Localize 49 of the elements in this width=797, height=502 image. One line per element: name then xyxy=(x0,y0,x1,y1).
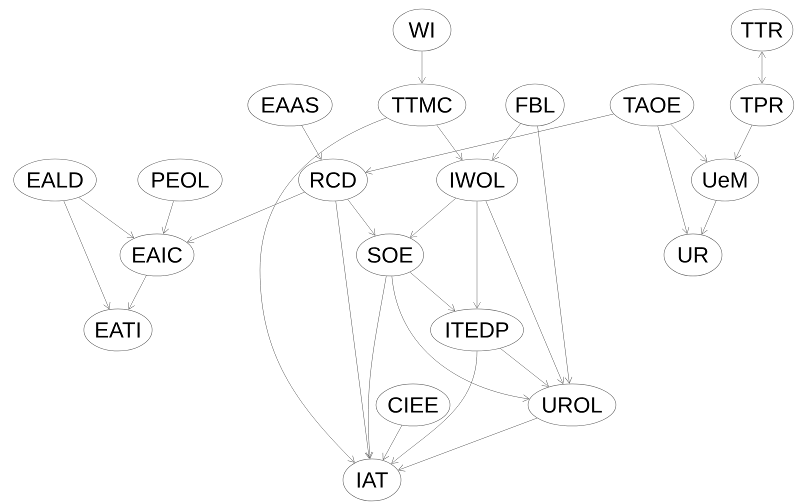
arrow xyxy=(64,200,110,310)
graph-node: SOE xyxy=(356,234,424,276)
arrow xyxy=(391,351,478,464)
graph-node: UROL xyxy=(528,384,616,426)
graph-node: IAT xyxy=(342,458,402,502)
arrow xyxy=(734,124,752,160)
arrow xyxy=(492,123,521,160)
graph-node: UeM xyxy=(691,158,759,202)
arrow xyxy=(78,197,134,238)
arrow xyxy=(260,118,387,463)
graph-node: ITEDP xyxy=(430,308,524,352)
arrow xyxy=(187,192,305,244)
graph-node: WI xyxy=(392,8,452,52)
arrow xyxy=(128,275,147,310)
arrow xyxy=(302,125,322,160)
graph-node: TPR xyxy=(730,84,794,126)
graph-node: EAAS xyxy=(248,84,333,126)
arrow xyxy=(382,425,402,460)
arrow xyxy=(162,200,174,234)
graph-node: EAIC xyxy=(120,234,194,276)
arrow xyxy=(473,201,481,308)
arrow xyxy=(366,276,387,458)
arrow xyxy=(336,200,372,459)
arrow xyxy=(410,272,456,312)
graph-node: TAOE xyxy=(610,84,694,126)
arrow xyxy=(500,348,549,387)
arrow xyxy=(410,198,456,238)
graph-node: RCD xyxy=(298,158,368,202)
arrow xyxy=(658,126,690,234)
arrow xyxy=(366,114,614,175)
arrow xyxy=(670,124,708,162)
graph-node: EATI xyxy=(84,308,152,352)
graph-node: TTR xyxy=(730,8,794,52)
graph-node: EALD xyxy=(13,158,97,202)
arrow xyxy=(418,51,426,84)
arrow xyxy=(758,52,766,84)
arrow xyxy=(398,418,538,472)
arrow xyxy=(436,124,462,160)
graph-node: PEOL xyxy=(138,158,223,202)
arrow xyxy=(537,126,572,384)
graph-node: TTMC xyxy=(378,84,466,126)
graph-node: IWOL xyxy=(436,158,518,202)
graph-node: FBL xyxy=(505,84,565,126)
graph-node: CIEE xyxy=(376,384,450,426)
arrow xyxy=(486,200,564,384)
graph-node: UR xyxy=(664,234,722,276)
arrow xyxy=(700,200,716,234)
arrow xyxy=(347,199,376,236)
arrow xyxy=(392,276,530,402)
